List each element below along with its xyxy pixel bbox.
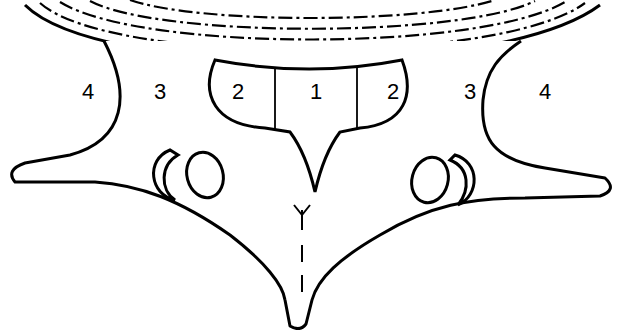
zone-number: 3	[154, 81, 166, 103]
zone-divider	[356, 68, 358, 128]
spinous-mark	[294, 205, 310, 215]
facet-joints	[154, 148, 475, 207]
zone-divider	[274, 68, 276, 129]
zone-number: 2	[387, 81, 399, 103]
spinal-canal	[209, 60, 407, 192]
vertebral-arch	[12, 41, 611, 329]
spinous-midline	[301, 210, 303, 292]
zone-number: 1	[310, 81, 322, 103]
zone-number: 4	[82, 81, 94, 103]
zone-number: 2	[232, 81, 244, 103]
zone-number: 4	[539, 81, 551, 103]
zone-number: 3	[464, 81, 476, 103]
